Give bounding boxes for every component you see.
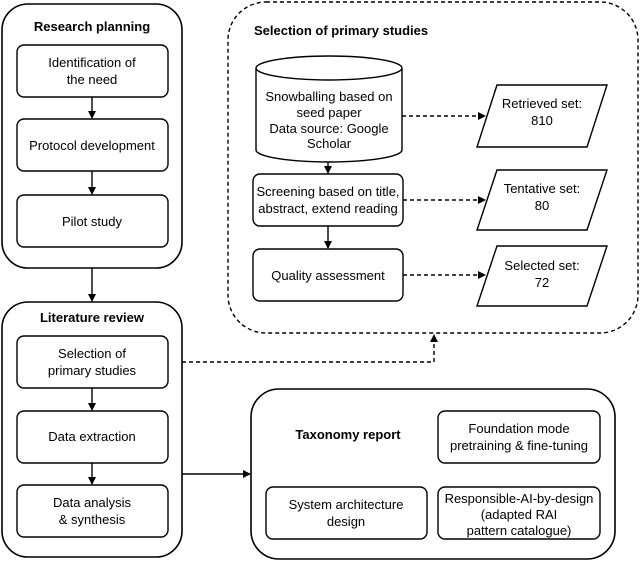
foundation-model-box: [437, 410, 601, 464]
selection-group-title: Selection of primary studies: [254, 23, 428, 38]
system-architecture-box: [265, 486, 428, 540]
foundation-label-line-1: Foundation mode: [468, 421, 569, 436]
screening-label-line-1: Screening based on title,: [256, 184, 399, 199]
snowballing-cylinder: [255, 55, 403, 163]
screening-box: [252, 173, 404, 227]
rai-label-line-2: (adapted RAI: [481, 507, 558, 522]
rai-label-line-1: Responsible-AI-by-design: [445, 491, 594, 506]
taxonomy-report-title: Taxonomy report: [295, 427, 401, 442]
data-analysis-box: [16, 484, 169, 538]
data-analysis-label-line-1: Data analysis: [53, 495, 132, 510]
foundation-label-line-2: pretraining & fine-tuning: [450, 438, 588, 453]
dashed-arrow-review-to-selection-group: [182, 334, 438, 363]
pilot-study-box: [16, 194, 169, 248]
snowballing-label-line-1: Snowballing based on: [265, 89, 392, 104]
selected-set-value: 72: [535, 275, 549, 290]
data-extraction-label: Data extraction: [48, 429, 135, 444]
snowballing-label-line-2: seed paper: [296, 105, 362, 120]
screening-label-line-2: abstract, extend reading: [258, 201, 397, 216]
identification-label-line-1: Identification of: [48, 55, 136, 70]
literature-review-title: Literature review: [40, 310, 145, 325]
identification-of-need-box: [16, 44, 169, 98]
architecture-label-line-1: System architecture: [289, 497, 404, 512]
tentative-set-value: 80: [535, 198, 549, 213]
selection-of-primary-studies-box: [16, 335, 169, 389]
snowballing-label-line-4: Scholar: [307, 136, 352, 151]
retrieved-set-label: Retrieved set:: [502, 96, 582, 111]
responsible-ai-box: [437, 486, 601, 540]
identification-label-line-2: the need: [67, 72, 118, 87]
selection-label-line-1: Selection of: [58, 346, 126, 361]
selected-set-parallelogram: [476, 245, 608, 307]
tentative-set-label: Tentative set:: [504, 181, 581, 196]
pilot-study-label: Pilot study: [62, 214, 122, 229]
retrieved-set-parallelogram: [476, 84, 608, 148]
quality-assessment-label: Quality assessment: [271, 268, 385, 283]
tentative-set-parallelogram: [476, 169, 608, 231]
selected-set-label: Selected set:: [504, 258, 579, 273]
snowballing-label-line-3: Data source: Google: [269, 121, 388, 136]
research-planning-title: Research planning: [34, 19, 150, 34]
data-analysis-label-line-2: & synthesis: [59, 512, 126, 527]
rai-label-line-3: pattern catalogue): [467, 523, 572, 538]
architecture-label-line-2: design: [327, 514, 365, 529]
retrieved-set-value: 810: [531, 113, 553, 128]
protocol-development-label: Protocol development: [29, 138, 155, 153]
selection-label-line-2: primary studies: [48, 363, 137, 378]
